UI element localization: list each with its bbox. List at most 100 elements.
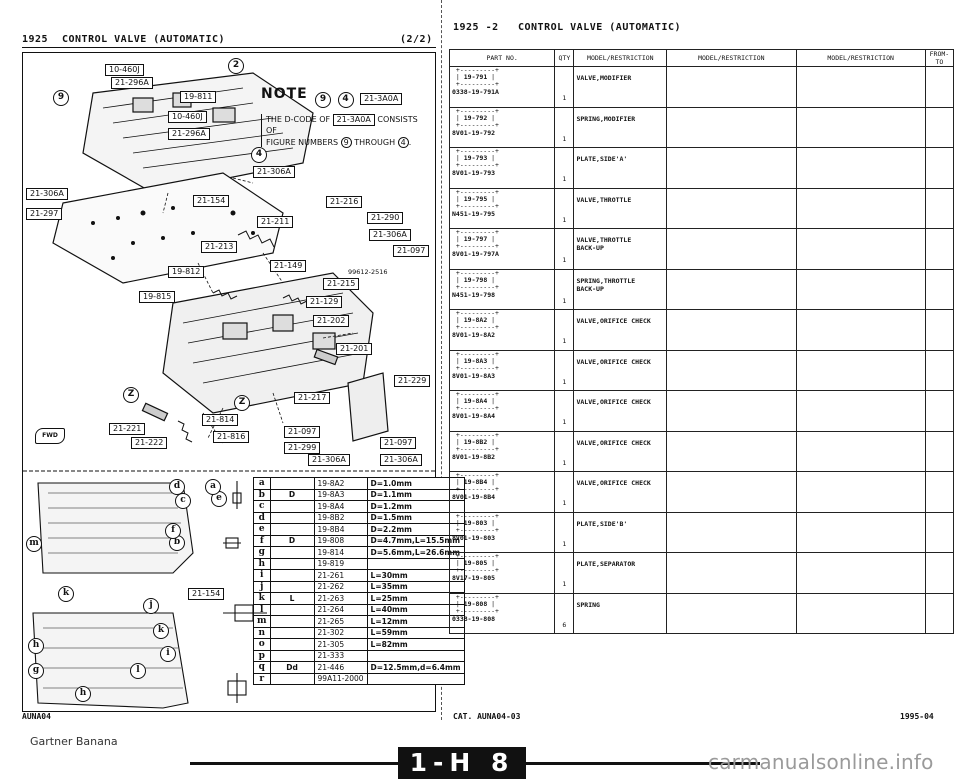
model-2-cell	[666, 511, 797, 553]
ref-19-815: 19-815	[139, 291, 176, 303]
qty-cell: 1	[554, 511, 575, 553]
qty-cell: 1	[554, 268, 575, 310]
from-to-cell	[924, 511, 955, 553]
parts-table: PART NO. QTY MODEL/RESTRICTION MODEL/RES…	[448, 49, 955, 634]
ref-number: 19-798	[463, 275, 488, 284]
spec-part: 19-8A4	[313, 500, 368, 513]
note-line1: THE D-CODE OF	[266, 115, 331, 124]
spec-symbol-cell: D	[269, 488, 315, 501]
from-to-cell	[924, 147, 955, 189]
description-text: PLATE,SEPARATOR	[576, 560, 636, 568]
ref-box-top: +---------+	[452, 187, 499, 196]
model-2-cell	[666, 228, 797, 270]
spec-part: 19-8A3	[313, 488, 368, 501]
spec-part: 19-8A2	[313, 477, 368, 490]
right-header-title: CONTROL VALVE (AUTOMATIC)	[518, 22, 682, 33]
spec-dimension	[366, 649, 465, 662]
description-text: VALVE,ORIFICE CHECK	[576, 398, 651, 406]
parts-table-header: PART NO. QTY MODEL/RESTRICTION MODEL/RES…	[448, 49, 955, 67]
note-line2: FIGURE NUMBERS	[266, 138, 339, 147]
circle-callout-k-1: k	[58, 586, 74, 602]
circle-callout-f: f	[165, 523, 181, 539]
col-part-no: PART NO.	[448, 49, 556, 67]
ref-21-215: 21-215	[323, 278, 360, 290]
ref-box-top: +---------+	[452, 430, 499, 439]
qty-cell: 1	[554, 106, 575, 148]
spec-part: 21-265	[313, 615, 368, 628]
ref-21-299: 21-299	[284, 442, 321, 454]
qty-value: 6	[562, 620, 567, 629]
ref-box-bot: +---------+	[452, 242, 499, 250]
table-row: +---------+ | 19-808 | +---------+0338-1…	[448, 592, 955, 634]
ref-box-mid: | 19-8B2 |	[452, 437, 496, 446]
description-text: VALVE,MODIFIER	[576, 74, 632, 82]
diagram-panel: 2 9 4 10-460J 19-811 21-296A 10-460J 21-…	[22, 52, 437, 712]
left-footer-code: AUNA04	[22, 712, 51, 721]
spec-symbol-cell	[269, 557, 315, 570]
model-2-cell	[666, 187, 797, 229]
model-3-cell	[795, 511, 926, 553]
ref-number: 19-803	[463, 518, 488, 527]
part-number: 8V01-19-8A2	[452, 331, 496, 339]
ref-21-296a-b: 21-296A	[168, 128, 210, 140]
ref-19-812: 19-812	[168, 266, 205, 278]
ref-box-mid: | 19-791 |	[452, 73, 496, 81]
note-circ-4: 4	[337, 92, 354, 108]
description-text: VALVE,ORIFICE CHECK	[576, 357, 651, 366]
ref-box-mid: | 19-798 |	[452, 275, 496, 284]
qty-value: 1	[562, 539, 567, 548]
ref-21-306a-3: 21-306A	[369, 229, 411, 241]
ref-21-201: 21-201	[336, 343, 373, 355]
from-to-cell	[924, 228, 955, 270]
qty-value: 1	[562, 296, 567, 305]
ref-21-097-c: 21-097	[380, 437, 417, 449]
ref-box-top: +---------+	[452, 511, 499, 520]
ref-21-814: 21-814	[202, 414, 239, 426]
model-2-cell	[666, 471, 797, 513]
part-number-cell: +---------+ | 19-795 | +---------+N451-1…	[448, 187, 556, 229]
circle-callout-2: 2	[228, 58, 244, 74]
spec-symbol-cell	[269, 626, 315, 639]
circle-callout-e: e	[211, 491, 227, 507]
spec-part: 19-819	[313, 557, 368, 570]
qty-value: 1	[562, 418, 567, 426]
qty-value: 1	[562, 580, 567, 588]
spec-dimension	[366, 672, 465, 685]
note-circ-9: 9	[315, 92, 331, 108]
description-cell: VALVE,ORIFICE CHECK	[573, 349, 668, 391]
table-row: +---------+ | 19-8B4 | +---------+8V01-1…	[448, 471, 955, 513]
col-qty: QTY	[554, 49, 575, 67]
part-number: 8V01-19-792	[452, 128, 496, 137]
qty-cell: 1	[554, 430, 575, 472]
qty-value: 1	[562, 94, 567, 102]
spec-key: l	[253, 603, 271, 616]
ref-21-296a-a: 21-296A	[111, 77, 153, 89]
spec-part: 21-302	[313, 626, 368, 639]
description-cell: VALVE,ORIFICE CHECK	[573, 471, 668, 513]
spec-symbol-cell: D	[269, 534, 315, 547]
spec-symbol-cell	[269, 615, 315, 628]
ref-box-bot: +---------+	[452, 606, 499, 615]
qty-value: 1	[562, 175, 567, 183]
part-number: N451-19-798	[452, 290, 496, 299]
left-header-title: CONTROL VALVE (AUTOMATIC)	[62, 34, 226, 45]
description-cell: VALVE,THROTTLE BACK-UP	[573, 228, 668, 270]
spec-key: c	[253, 500, 271, 513]
part-number: 8V01-19-8A4	[452, 412, 496, 420]
ref-21-306a-1: 21-306A	[253, 166, 295, 178]
description-cell: SPRING,MODIFIER	[573, 106, 668, 148]
spec-part: 99A11-2000	[313, 672, 368, 685]
note-ref-21-3a0a: 21-3A0A	[360, 93, 403, 105]
ref-21-221: 21-221	[109, 423, 146, 435]
col-model-3: MODEL/RESTRICTION	[795, 49, 926, 67]
model-3-cell	[795, 390, 926, 432]
qty-value: 1	[562, 256, 567, 264]
part-number-cell: +---------+ | 19-8A3 | +---------+8V01-1…	[448, 349, 556, 391]
part-number-cell: +---------+ | 19-791 | +---------+0338-1…	[448, 66, 556, 108]
spec-part: 21-263	[313, 592, 368, 605]
qty-cell: 1	[554, 309, 575, 351]
spec-part: 19-8B4	[313, 523, 368, 536]
